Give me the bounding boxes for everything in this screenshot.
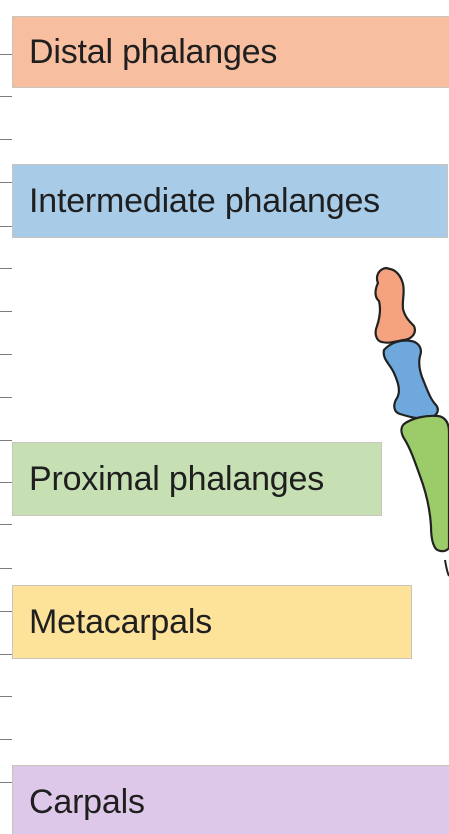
label-metacarpals: Metacarpals	[12, 585, 412, 659]
label-proximal-phalanges: Proximal phalanges	[12, 442, 382, 516]
label-text: Proximal phalanges	[29, 460, 324, 499]
label-text: Carpals	[29, 783, 145, 822]
label-distal-phalanges: Distal phalanges	[12, 16, 449, 88]
label-carpals: Carpals	[12, 765, 449, 834]
label-text: Metacarpals	[29, 603, 212, 642]
label-text: Intermediate phalanges	[29, 182, 380, 221]
proximal-phalanx-bone	[401, 416, 449, 551]
label-text: Distal phalanges	[29, 33, 277, 72]
label-intermediate-phalanges: Intermediate phalanges	[12, 164, 448, 238]
intermediate-phalanx-bone	[384, 340, 438, 418]
distal-phalanx-bone	[376, 268, 415, 343]
metacarpal-bone-edge	[445, 560, 449, 576]
